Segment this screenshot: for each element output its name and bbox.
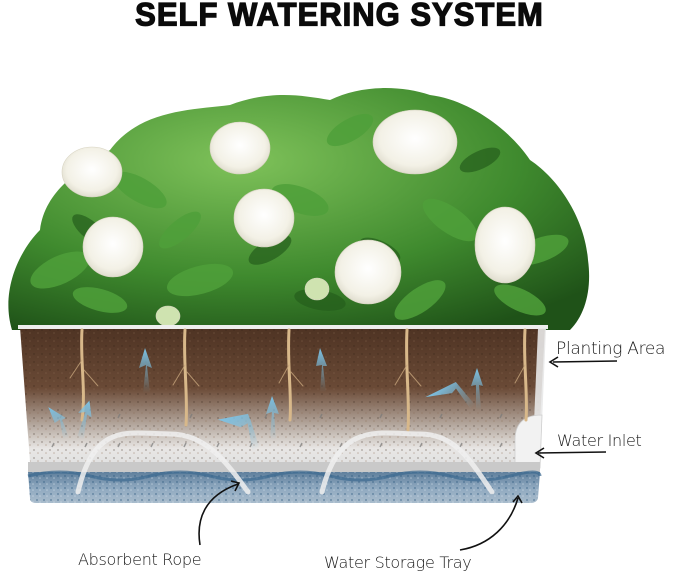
flower-bud (155, 305, 181, 327)
flower (372, 109, 458, 175)
flower (61, 146, 123, 198)
flower (82, 216, 144, 278)
absorbent-rope-label: Absorbent Rope (78, 550, 202, 569)
callout-arrows (198, 356, 618, 551)
planting-area-label: Planting Area (556, 339, 666, 359)
absorbent-ropes (75, 430, 495, 495)
gardenia-flowers (61, 109, 536, 327)
water-inlet-label: Water Inlet (557, 431, 642, 450)
flower (233, 188, 295, 248)
flower (474, 206, 536, 284)
flower (209, 121, 271, 175)
flower-bud (304, 277, 330, 301)
water-inlet-opening (514, 414, 543, 469)
diagram-title: SELF WATERING SYSTEM (135, 0, 544, 33)
water-inlet-pointer (534, 447, 607, 459)
water-storage-tray-label: Water Storage Tray (324, 553, 472, 572)
planter-container (18, 325, 548, 503)
flower (334, 239, 402, 305)
water-storage-tray-pointer (459, 494, 523, 551)
planting-area-pointer (548, 356, 618, 368)
absorbent-rope-pointer (198, 480, 241, 546)
water-flow-arrows (48, 348, 483, 452)
